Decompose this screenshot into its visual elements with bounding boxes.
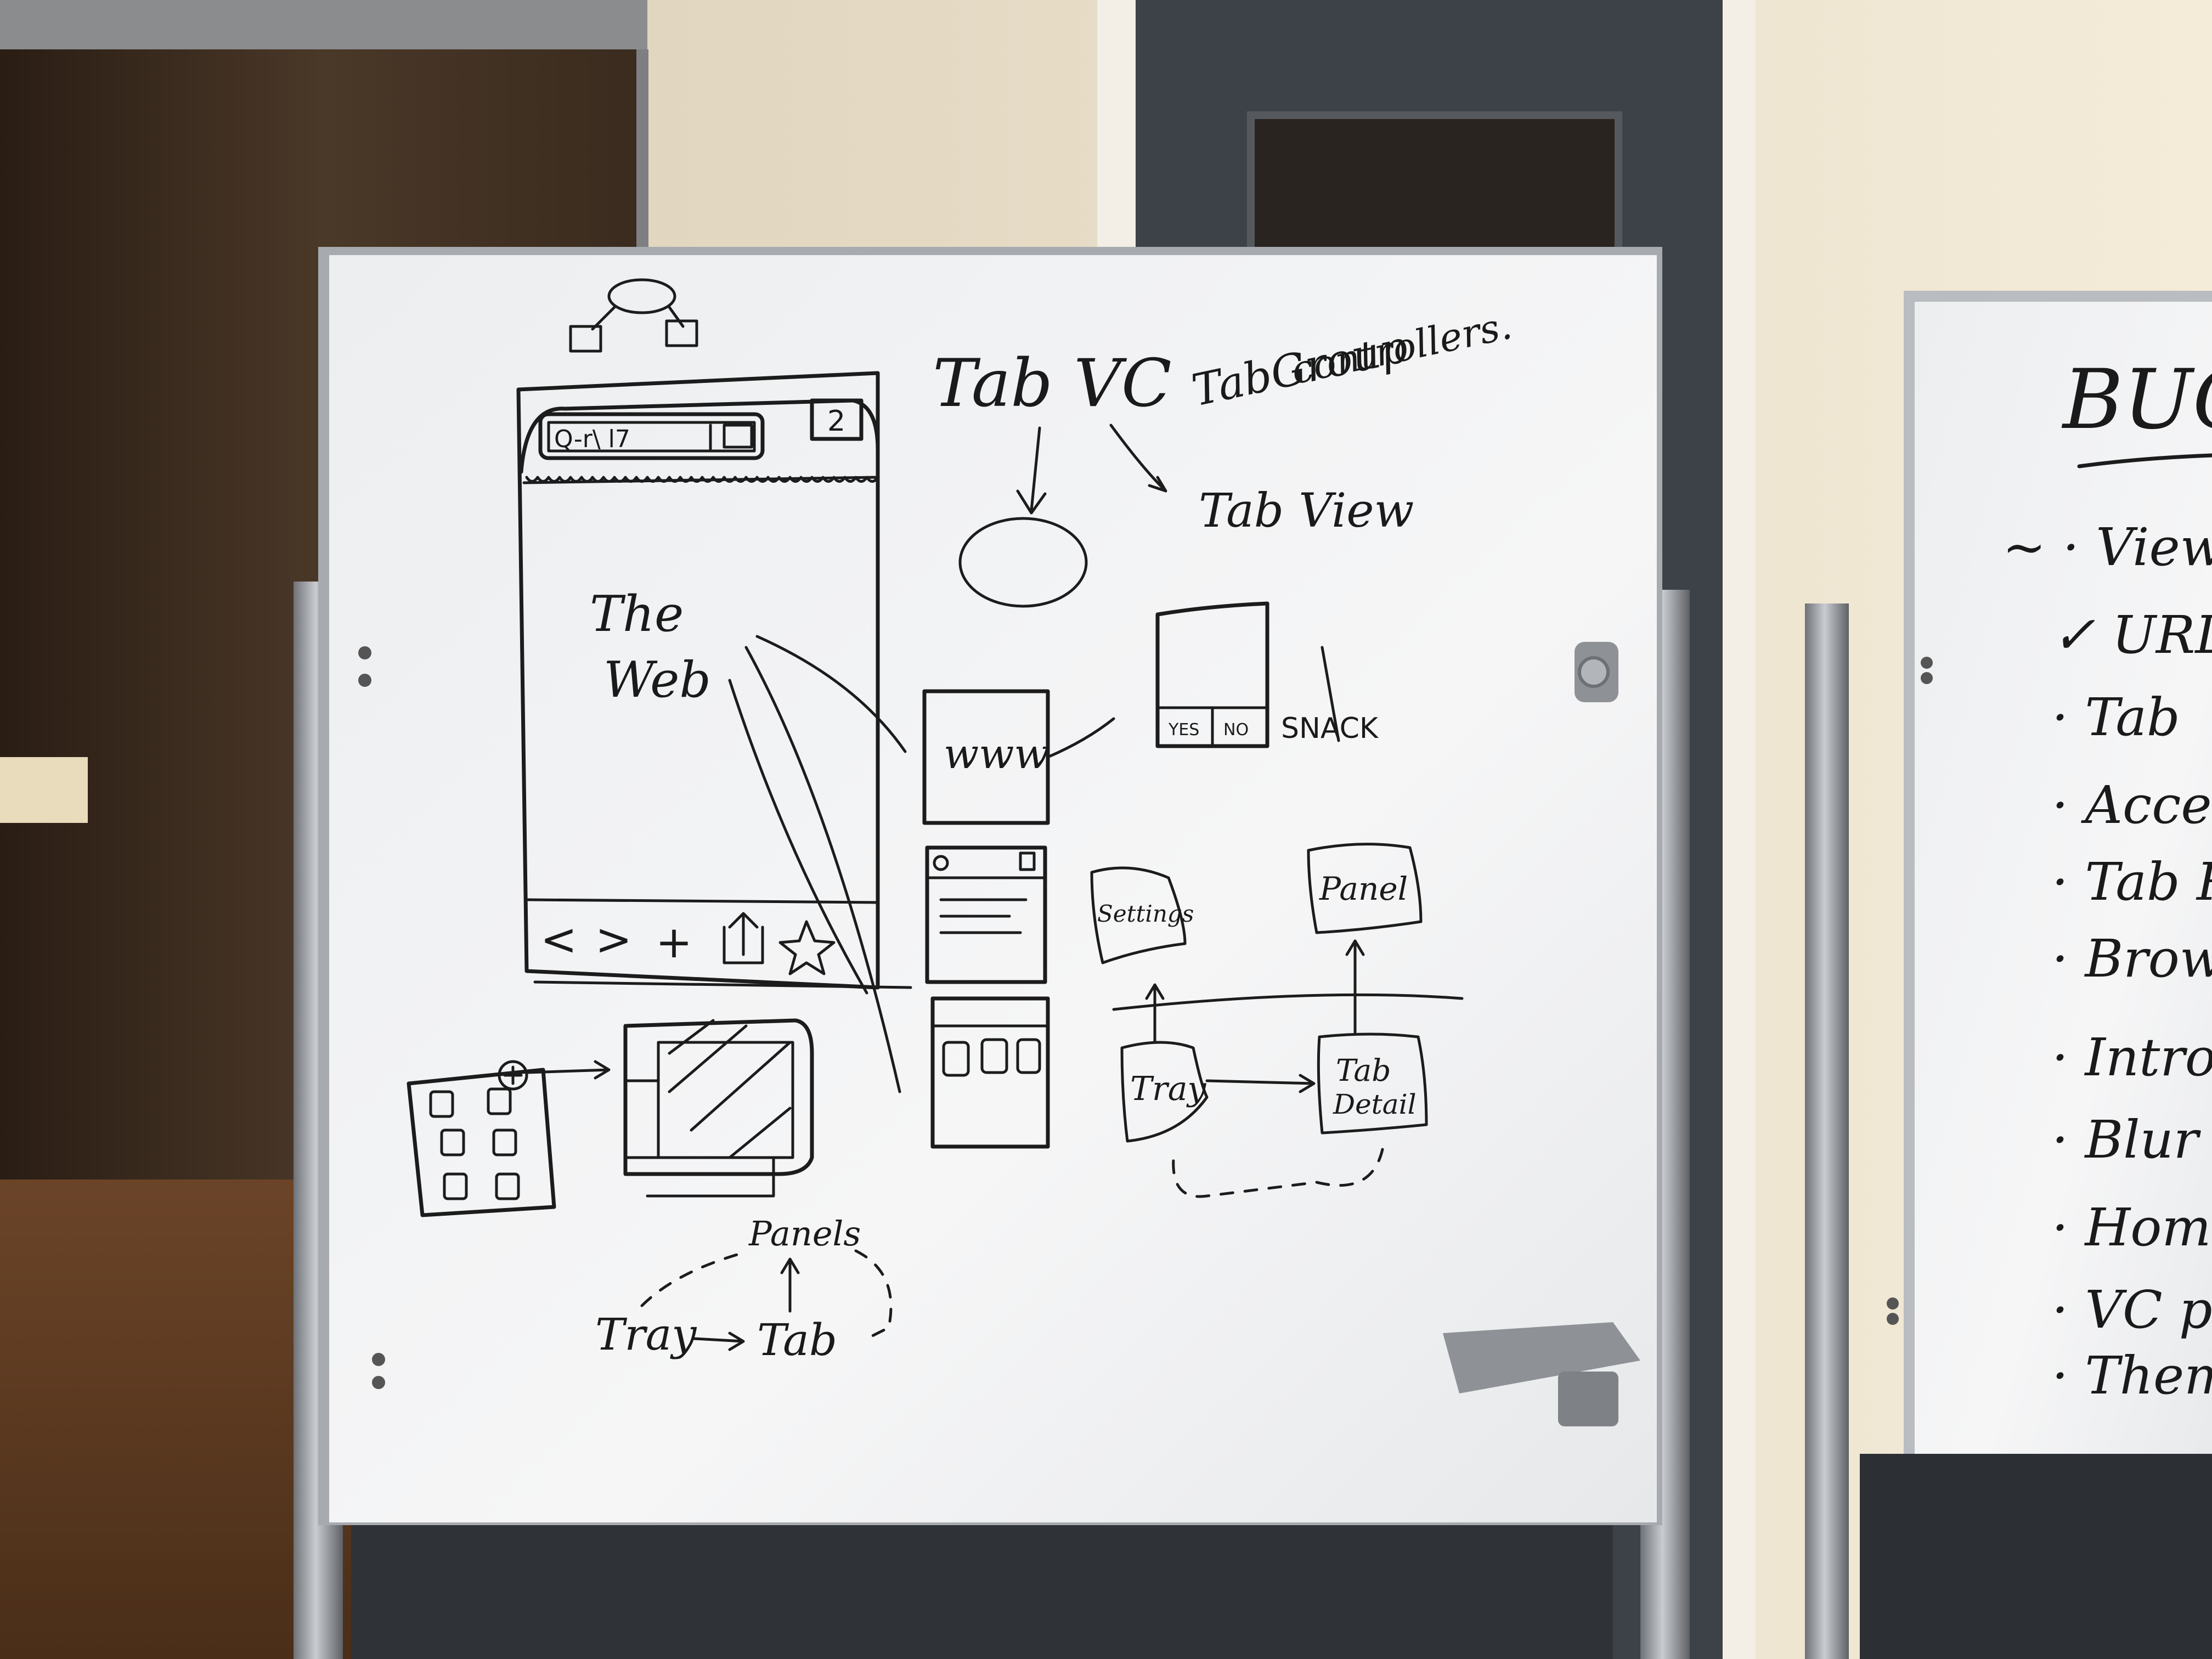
- www-label: www: [944, 730, 1049, 778]
- marker-tray-bracket: [1443, 1322, 1640, 1393]
- right-board-item: ✓ URLB: [2052, 605, 2212, 665]
- card-stack-mockup: [623, 1018, 814, 1198]
- right-board-item: · Themin: [2052, 1346, 2212, 1406]
- snackbar-mockup: YES NO SNACK: [1155, 601, 1379, 748]
- flow-tab-label: Tab: [757, 1314, 837, 1365]
- browser-mockup: Q-r\ l7 2 The Web < > +: [516, 371, 912, 1093]
- forward-glyph: >: [595, 914, 632, 965]
- tab-detail-label-2: Detail: [1333, 1088, 1417, 1120]
- right-board-item: · VC p: [2052, 1280, 2212, 1340]
- grid-screen-mockup: [930, 996, 1050, 1149]
- right-board-item: · Accessi: [2052, 775, 2212, 836]
- tray-card: [1120, 1041, 1209, 1143]
- back-glyph: <: [540, 914, 577, 965]
- add-glyph: +: [656, 917, 692, 968]
- tab-view-label: Tab View: [1199, 484, 1414, 538]
- url-bar-text: Q-r\ l7: [554, 425, 630, 453]
- the-label: The: [590, 585, 684, 643]
- browser-toolbar: < > +: [540, 912, 836, 975]
- panels-label: Panels: [748, 1214, 861, 1254]
- tab-grid-mockup: [407, 1060, 611, 1217]
- panel-label: Panel: [1319, 870, 1408, 907]
- right-board-title: BUG: [2061, 352, 2212, 448]
- share-icon: [723, 912, 764, 964]
- tab-vc-circle: [958, 517, 1088, 608]
- right-board-item: · Intro: [2052, 1028, 2212, 1088]
- hierarchy-doodle: [569, 278, 698, 353]
- web-label: Web: [603, 651, 711, 709]
- menu-screen-mockup: [925, 845, 1047, 984]
- right-board-item: · Browse: [2052, 929, 2212, 989]
- right-board-item: · Tab R: [2052, 852, 2212, 912]
- tray-label: Tray: [1130, 1070, 1206, 1108]
- right-board-list: ~ · View ✓ URLB · Tab · Accessi · Tab R …: [2002, 517, 2212, 1406]
- main-whiteboard-stand: [294, 247, 1690, 1659]
- tab-detail-card: [1317, 1032, 1428, 1135]
- panel-card: [1307, 843, 1423, 934]
- main-whiteboard-drawings: Q-r\ l7 2 The Web < > +: [407, 278, 1516, 1365]
- tab-vc-heading: Tab VC: [933, 346, 1172, 422]
- flow-tray-label: Tray: [595, 1309, 697, 1360]
- board-base-panel: [351, 1525, 1613, 1659]
- right-board-item: · Home: [2052, 1198, 2212, 1258]
- snack-no: NO: [1223, 720, 1249, 740]
- url-bar: [538, 412, 765, 460]
- snack-yes: YES: [1168, 720, 1199, 740]
- star-icon: [778, 920, 836, 975]
- snack-label: SNACK: [1281, 712, 1379, 745]
- tab-detail-label-1: Tab: [1336, 1053, 1391, 1088]
- settings-card: [1090, 866, 1187, 964]
- tab-count: 2: [827, 405, 845, 438]
- tab-count-box: [810, 398, 864, 441]
- right-board-item: · Blur: [2052, 1110, 2202, 1170]
- right-board-item: ~ · View: [2002, 517, 2212, 578]
- settings-label: Settings: [1097, 900, 1194, 927]
- right-board-item: · Tab: [2052, 687, 2180, 748]
- right-whiteboard: BUG ~ · View ✓ URLB · Tab · Accessi · Ta…: [1805, 291, 2212, 1659]
